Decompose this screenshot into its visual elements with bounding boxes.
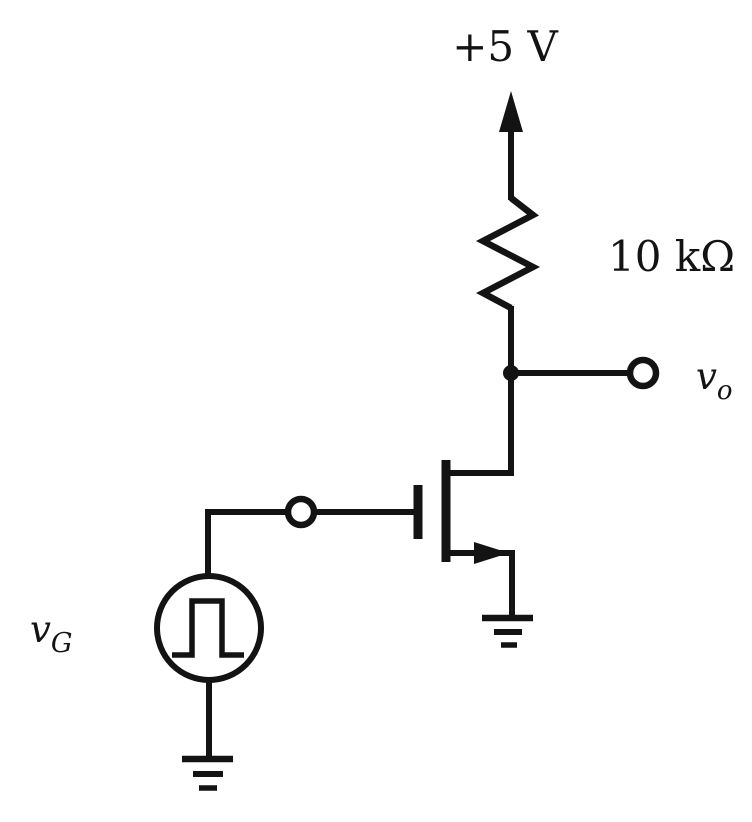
output-voltage-label-base: v: [696, 355, 717, 398]
power-supply-arrow: [499, 91, 523, 200]
drain-lead: [446, 370, 514, 476]
source-circle: [154, 573, 264, 683]
output-terminal-circle: [626, 356, 660, 390]
nmos-transistor: [413, 370, 515, 620]
supply-arrowhead-icon: [499, 91, 523, 132]
resistor-value-label: 10 kΩ: [608, 232, 735, 281]
input-voltage-label-base: v: [30, 608, 51, 651]
wire-source-to-gate-terminal: [205, 509, 289, 578]
source-arrowhead-icon: [474, 542, 509, 564]
input-voltage-label-subscript: G: [51, 628, 73, 659]
gate-terminal-circle: [284, 495, 318, 529]
pulse-waveform-icon: [172, 598, 244, 658]
resistor-zigzag: [475, 195, 541, 311]
output-voltage-label-subscript: o: [717, 376, 733, 406]
supply-voltage-label: +5 V: [452, 22, 558, 71]
pulse-source-ground-icon: [182, 755, 233, 791]
source-lead: [446, 550, 515, 620]
pulse-voltage-source: [154, 573, 264, 683]
output-voltage-label: vo: [696, 355, 733, 406]
transistor-source-ground-icon: [482, 614, 533, 648]
input-voltage-label: vG: [30, 608, 72, 659]
